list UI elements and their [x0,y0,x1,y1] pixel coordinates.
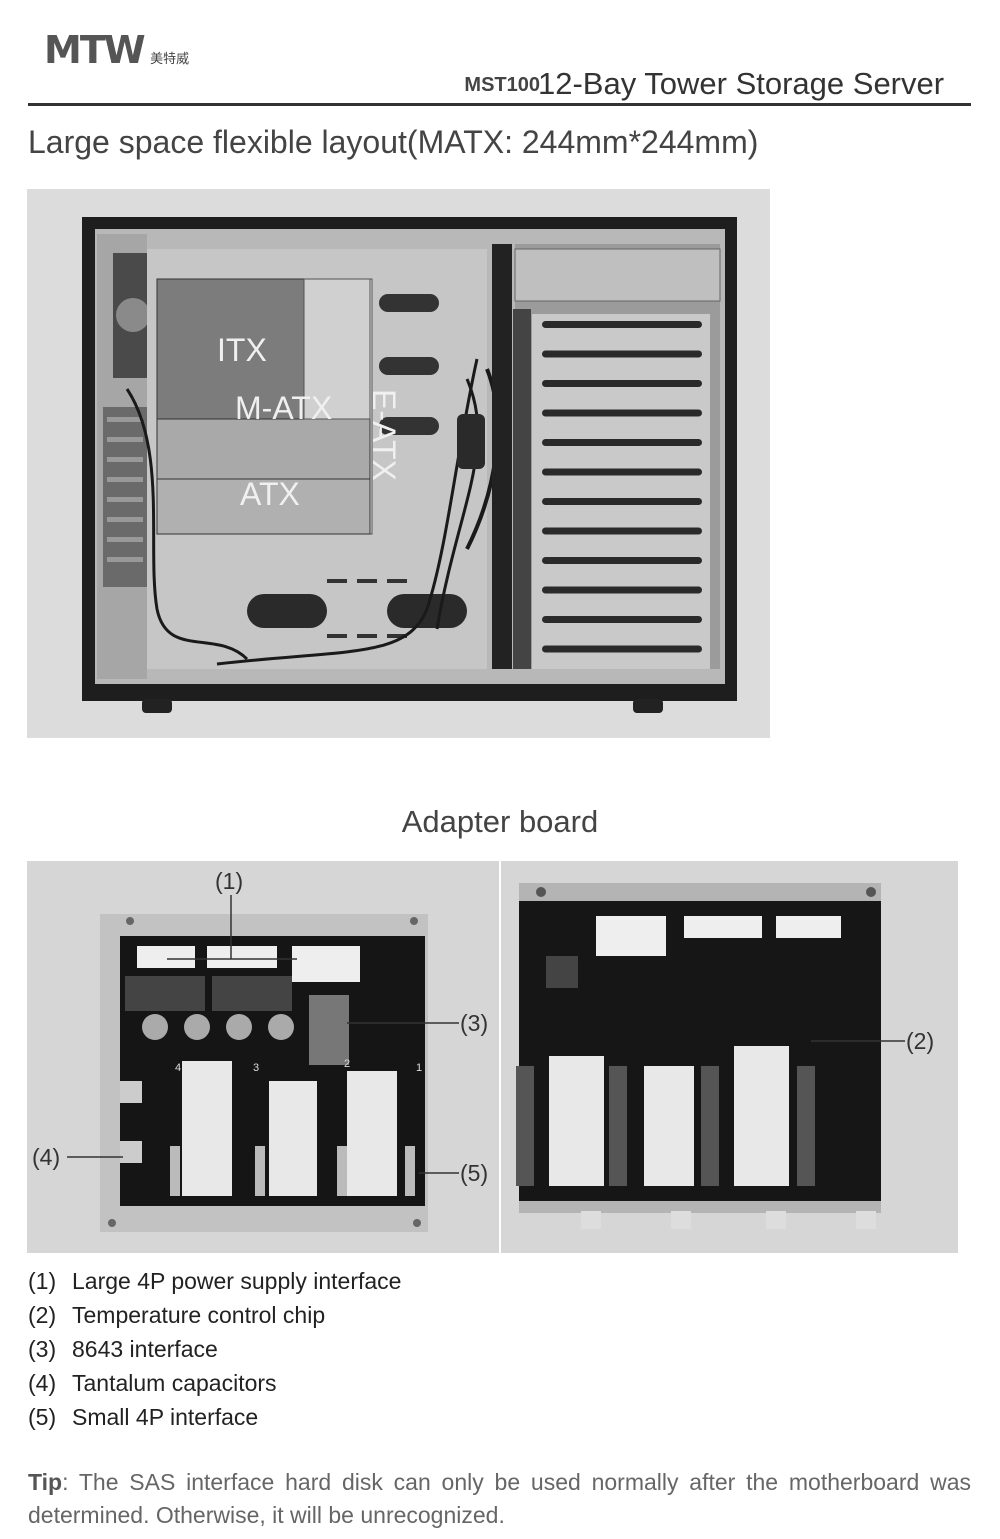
feature-list: (1)Large 4P power supply interface (2)Te… [28,1264,401,1434]
drive-bay-slot [542,498,702,505]
drive-bay-slot [542,557,702,564]
eatx-label: E-ATX [366,389,402,481]
logo-mark: MTW [44,28,146,72]
callout-5: (5) [460,1160,488,1186]
product-title: 12-Bay Tower Storage Server [538,66,945,101]
drive-bay-slot [542,350,702,358]
list-item: (1)Large 4P power supply interface [28,1268,402,1294]
slot-number-3: 3 [253,1062,259,1074]
callout-4: (4) [32,1144,60,1170]
tip-text: : The SAS interface hard disk can only b… [28,1469,971,1528]
drive-bay-slot [542,586,702,594]
tip-label: Tip [28,1469,63,1495]
drive-bay-slot [542,321,702,328]
list-item: (4)Tantalum capacitors [28,1370,277,1396]
brand-logo: MTW 美特威 [44,28,189,72]
callout-3: (3) [460,1010,488,1036]
callout-1: (1) [215,868,243,894]
drive-bay-slot [542,527,702,535]
list-item: (2)Temperature control chip [28,1302,326,1328]
slot-number-4: 4 [175,1062,181,1074]
slot-number-2: 2 [344,1058,350,1070]
matx-label: M-ATX [235,390,332,426]
drive-bay-slot [542,439,702,446]
logo-chinese-name: 美特威 [150,51,190,66]
adapter-board-back-photo: (2) [501,861,958,1253]
tip-note: Tip: The SAS interface hard disk can onl… [28,1466,971,1532]
chassis-interior-photo: ITX M-ATX ATX E-ATX [27,189,770,738]
itx-label: ITX [217,332,267,368]
layout-headline: Large space flexible layout(MATX: 244mm*… [28,124,759,160]
drive-bay-slot [542,380,702,387]
list-item: (5)Small 4P interface [28,1404,259,1430]
adapter-board-title: Adapter board [401,804,599,839]
slot-number-1: 1 [416,1062,422,1074]
list-item: (3)8643 interface [28,1336,218,1362]
model-number: MST100 [464,74,540,96]
drive-bay-slot [542,409,702,417]
drive-bay-slot [542,468,702,476]
drive-bay-slot [542,645,702,653]
atx-label: ATX [240,476,300,512]
drive-bay-slot [542,616,702,623]
header-divider [28,103,971,106]
callout-2: (2) [906,1028,934,1054]
adapter-board-front-photo: 4 3 2 1 (1) (3) (4) (5) [27,861,499,1253]
